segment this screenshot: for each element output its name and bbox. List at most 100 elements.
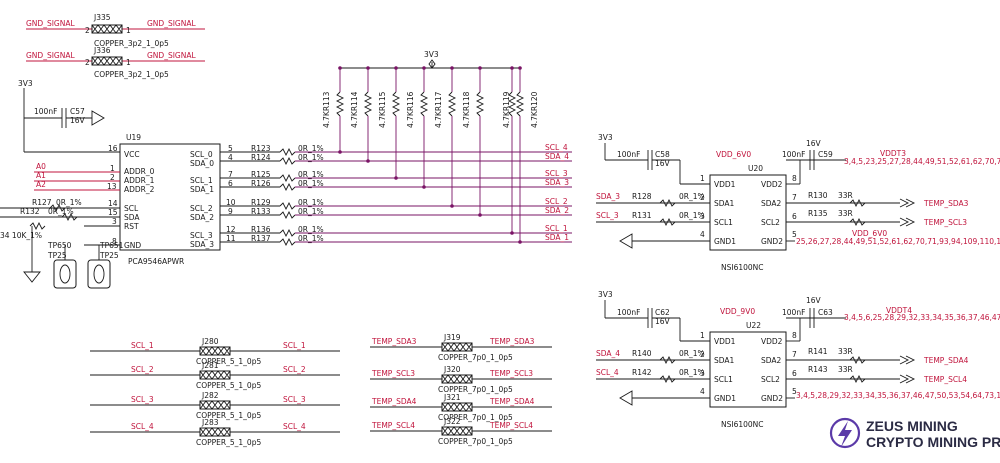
net-label: SCL_1 [545, 224, 568, 233]
svg-text:4: 4 [700, 230, 705, 239]
rail-label: 3V3 [598, 133, 613, 142]
svg-text:R128: R128 [632, 192, 652, 201]
svg-text:TP650: TP650 [47, 241, 72, 250]
svg-text:C59: C59 [818, 150, 833, 159]
svg-text:SCL2: SCL2 [761, 218, 780, 227]
footprint-label: COPPER_5_1_0p5 [196, 438, 261, 447]
ref-label: J320 [443, 365, 461, 374]
svg-text:R137: R137 [251, 234, 271, 243]
net-label: VDD_6V0 [716, 150, 751, 159]
svg-text:SCL_1: SCL_1 [190, 176, 213, 185]
svg-text:R126: R126 [251, 179, 271, 188]
svg-text:3: 3 [112, 217, 117, 226]
ref-label: J282 [201, 391, 219, 400]
svg-text:6: 6 [228, 179, 233, 188]
ref-label: J336 [93, 46, 111, 55]
rail-label: 3V3 [18, 79, 33, 88]
svg-text:SDA1: SDA1 [714, 356, 735, 365]
net-label: SCL_3 [131, 395, 154, 404]
gnd-signal-label: GND_SIGNAL [147, 51, 196, 60]
svg-text:SDA_0: SDA_0 [190, 159, 214, 168]
net-label: TEMP_SDA4 [371, 397, 417, 406]
ref-label: U19 [126, 133, 141, 142]
svg-text:3,4,5,6,25,28,29,32,33,34,35,3: 3,4,5,6,25,28,29,32,33,34,35,36,37,46,47 [844, 313, 1000, 322]
svg-text:SDA: SDA [124, 213, 140, 222]
svg-text:SCL2: SCL2 [761, 375, 780, 384]
svg-text:3: 3 [700, 369, 705, 378]
net-label: TEMP_SCL4 [371, 421, 415, 430]
svg-text:0R_1%: 0R_1% [298, 170, 324, 179]
net-label: SCL_4 [131, 422, 154, 431]
series-resistors [220, 147, 572, 247]
svg-text:0R_1%: 0R_1% [679, 349, 705, 358]
svg-text:ADDR_0: ADDR_0 [124, 167, 155, 176]
svg-text:TP25: TP25 [99, 251, 119, 260]
logo-ring-icon [829, 417, 861, 449]
svg-text:5: 5 [792, 387, 797, 396]
u19-chip: U19 PCA9546APWR 16 VCC ADDR_0 ADDR_1 ADD… [0, 133, 236, 289]
ref-label: J321 [443, 393, 461, 402]
svg-text:R140: R140 [632, 349, 652, 358]
svg-text:4: 4 [228, 153, 233, 162]
svg-text:0R_1%: 0R_1% [298, 225, 324, 234]
svg-text:C58: C58 [655, 150, 670, 159]
svg-text:0R_1%: 0R_1% [298, 207, 324, 216]
net-label: SDA_4 [545, 152, 569, 161]
svg-text:7: 7 [792, 193, 797, 202]
part-label: NSI6100NC [721, 420, 764, 429]
svg-text:100nF: 100nF [617, 150, 640, 159]
svg-text:9: 9 [228, 207, 233, 216]
svg-text:4.7KR118: 4.7KR118 [462, 91, 471, 128]
svg-text:7: 7 [792, 350, 797, 359]
svg-text:4.7KR113: 4.7KR113 [322, 91, 331, 128]
net-label: A1 [36, 171, 46, 180]
svg-text:6: 6 [792, 212, 797, 221]
svg-text:SCL1: SCL1 [714, 218, 733, 227]
svg-text:TP651: TP651 [99, 241, 124, 250]
svg-text:4.7KR120: 4.7KR120 [530, 91, 539, 128]
net-label: TEMP_SDA3 [371, 337, 417, 346]
svg-text:R127: R127 [32, 198, 52, 207]
svg-text:4.7KR117: 4.7KR117 [434, 91, 443, 128]
svg-text:0R_1%: 0R_1% [298, 234, 324, 243]
svg-text:2: 2 [85, 58, 90, 67]
net-label: TEMP_SDA4 [923, 356, 969, 365]
svg-text:13: 13 [107, 182, 117, 191]
svg-text:2: 2 [700, 350, 705, 359]
svg-text:0R_1%: 0R_1% [298, 179, 324, 188]
u22-isolator: 3V3 100nF C62 16V VDD_9V0 U22 NSI6100NC … [596, 290, 1000, 429]
net-label: VDDT3 [880, 149, 906, 158]
svg-text:GND: GND [124, 241, 141, 250]
ref-label: J281 [201, 361, 219, 370]
net-label: VDDT4 [886, 306, 912, 315]
svg-text:R141: R141 [808, 347, 828, 356]
svg-text:3,4,5,23,25,27,28,44,49,51,52,: 3,4,5,23,25,27,28,44,49,51,52,61,62,70,7 [844, 157, 1000, 166]
svg-text:100nF: 100nF [617, 308, 640, 317]
net-label: SCL_4 [283, 422, 306, 431]
svg-text:34 10K_1%: 34 10K_1% [0, 231, 42, 240]
footprint-label: COPPER_5_1_0p5 [196, 411, 261, 420]
svg-text:33R: 33R [838, 365, 853, 374]
svg-text:VCC: VCC [124, 150, 140, 159]
svg-text:4: 4 [700, 387, 705, 396]
svg-text:5: 5 [792, 230, 797, 239]
footprint-label: COPPER_5_1_0p5 [196, 357, 261, 366]
net-label: SCL_2 [283, 365, 306, 374]
svg-text:15: 15 [108, 208, 118, 217]
net-label: SCL_2 [131, 365, 154, 374]
svg-text:2: 2 [700, 193, 705, 202]
svg-text:R125: R125 [251, 170, 271, 179]
net-label: SDA_1 [545, 233, 569, 242]
svg-text:SDA_2: SDA_2 [190, 213, 214, 222]
svg-text:R124: R124 [251, 153, 271, 162]
ref-label: J319 [443, 333, 461, 342]
net-label: TEMP_SDA3 [489, 337, 535, 346]
svg-text:SCL1: SCL1 [714, 375, 733, 384]
net-label: TEMP_SCL4 [923, 375, 967, 384]
net-label: A0 [36, 162, 46, 171]
net-label: SCL_4 [596, 368, 619, 377]
